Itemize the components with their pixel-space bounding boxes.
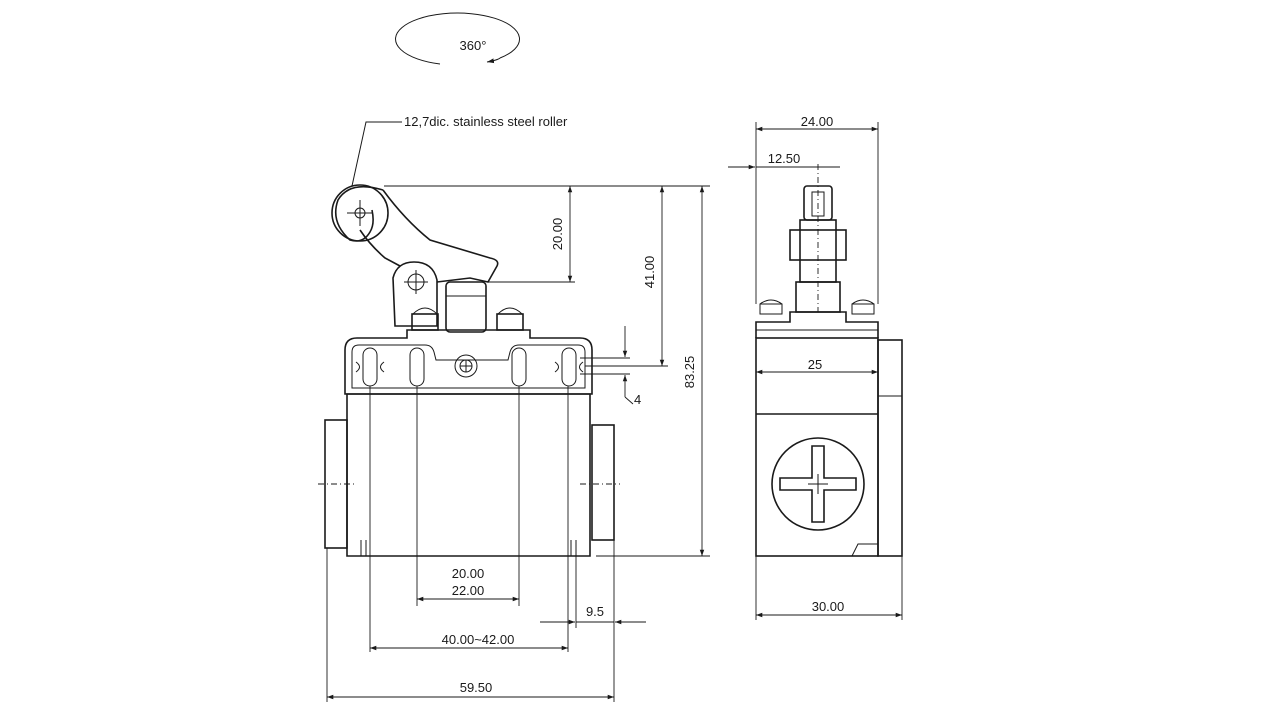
- dim-22: 22.00: [452, 583, 485, 598]
- dim-20-horizontal: 20.00: [452, 566, 485, 581]
- dim-9-5: 9.5: [586, 604, 604, 619]
- front-view: [318, 184, 620, 557]
- roller-note: 12,7dic. stainless steel roller: [404, 114, 568, 129]
- head-outline: [344, 329, 593, 395]
- dim-83: 83.25: [682, 356, 697, 389]
- side-dimensions: 24.00 12.50 25 30.00: [728, 114, 903, 620]
- top-screw-left: [411, 313, 439, 331]
- dim-41: 41.00: [642, 256, 657, 289]
- rotation-indicator: 360°: [395, 12, 521, 65]
- front-screw: [454, 354, 478, 378]
- rotation-label: 360°: [460, 38, 487, 53]
- mounting-slots: [355, 347, 584, 387]
- side-screw: [771, 437, 865, 531]
- top-screw-right: [496, 313, 524, 331]
- dim-59-50: 59.50: [460, 680, 493, 695]
- dim-30: 30.00: [812, 599, 845, 614]
- dim-24: 24.00: [801, 114, 834, 129]
- roller: [331, 184, 389, 242]
- lever-arm: [331, 184, 499, 327]
- front-dimensions: 12,7dic. stainless steel roller 20.00 41…: [326, 114, 710, 702]
- dim-40-42: 40.00~42.00: [442, 632, 515, 647]
- dim-12-50: 12.50: [768, 151, 801, 166]
- side-view: [755, 164, 903, 557]
- dim-4: 4: [634, 392, 641, 407]
- right-boss: [591, 424, 615, 541]
- dim-25: 25: [808, 357, 822, 372]
- plunger: [445, 281, 487, 333]
- side-flange: [877, 339, 903, 557]
- body-lower: [346, 393, 591, 557]
- dim-20-vertical: 20.00: [550, 218, 565, 251]
